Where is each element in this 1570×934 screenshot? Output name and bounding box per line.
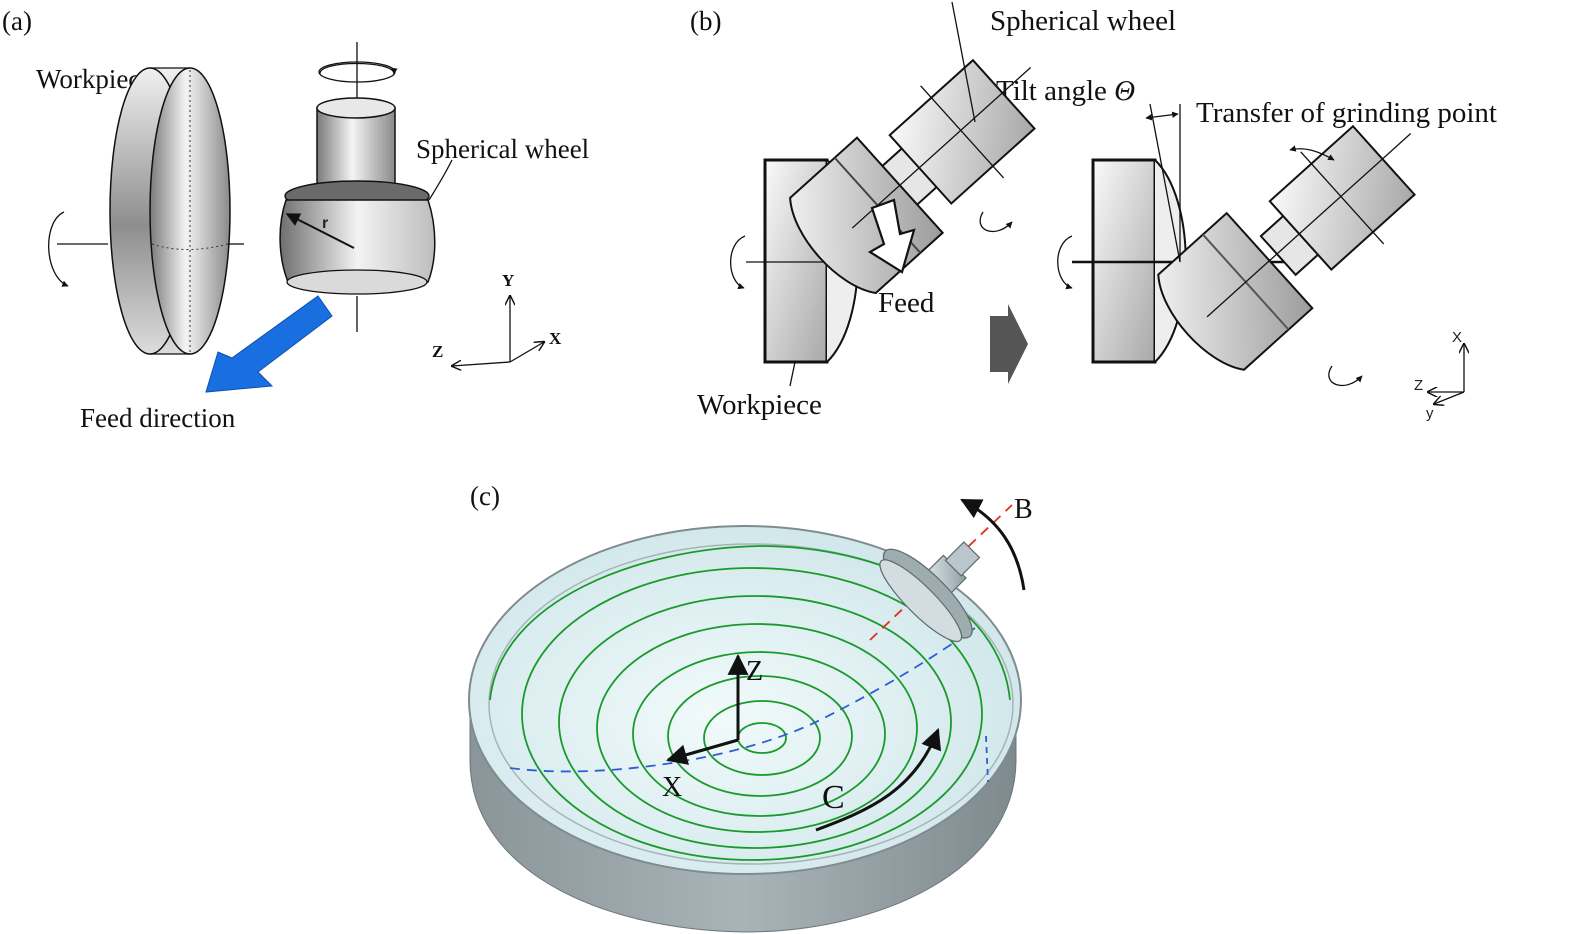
panel-a-feed-label: Feed direction <box>80 403 236 433</box>
axes-b: X Z y <box>1414 329 1464 422</box>
axis-z-b: Z <box>1414 377 1423 394</box>
feed-arrow-b <box>867 198 916 274</box>
axis-x-a: X <box>549 329 562 348</box>
panel-b-wheel-label: Spherical wheel <box>990 5 1176 37</box>
spherical-wheel-a: r <box>279 42 453 332</box>
axis-y-b: y <box>1426 405 1434 422</box>
tilt-angle-label: Tilt angle Θ <box>996 75 1135 107</box>
dish-surface <box>468 525 1022 875</box>
panel-b-workpiece-label: Workpiece <box>697 389 822 421</box>
transfer-label: Transfer of grinding point <box>1196 97 1497 129</box>
axis-x-b: X <box>1452 329 1462 346</box>
axis-z-c: Z <box>746 656 763 687</box>
panel-a-wheel-label: Spherical wheel <box>416 134 589 164</box>
panel-c-tag: (c) <box>470 481 500 511</box>
axes-a: Y X Z <box>432 271 562 366</box>
grinding-tool-c <box>879 541 981 643</box>
wheel-b-right <box>1157 124 1416 371</box>
rotation-c-label: C <box>822 779 845 816</box>
panel-b: (b) Spherical wheel Tilt angle Θ Transfe… <box>690 1 1497 422</box>
axis-x-c: X <box>662 772 682 803</box>
panel-a-tag: (a) <box>2 6 32 36</box>
spiral-path <box>489 545 1011 861</box>
workpiece-disk <box>48 67 244 355</box>
workpiece-b-right <box>1057 158 1300 364</box>
panel-b-tag: (b) <box>690 6 721 36</box>
panel-b-feed-label: Feed <box>878 287 935 319</box>
feed-direction-arrow <box>205 295 333 393</box>
axis-y-a: Y <box>502 271 514 290</box>
axis-z-a: Z <box>432 342 443 361</box>
rotation-b-label: B <box>1014 494 1033 525</box>
transition-arrow <box>990 304 1028 384</box>
panel-a: (a) Workpiece Spherical wheel Feed direc… <box>2 6 589 433</box>
radius-label: r <box>322 215 328 232</box>
panel-c: (c) B <box>468 481 1033 933</box>
